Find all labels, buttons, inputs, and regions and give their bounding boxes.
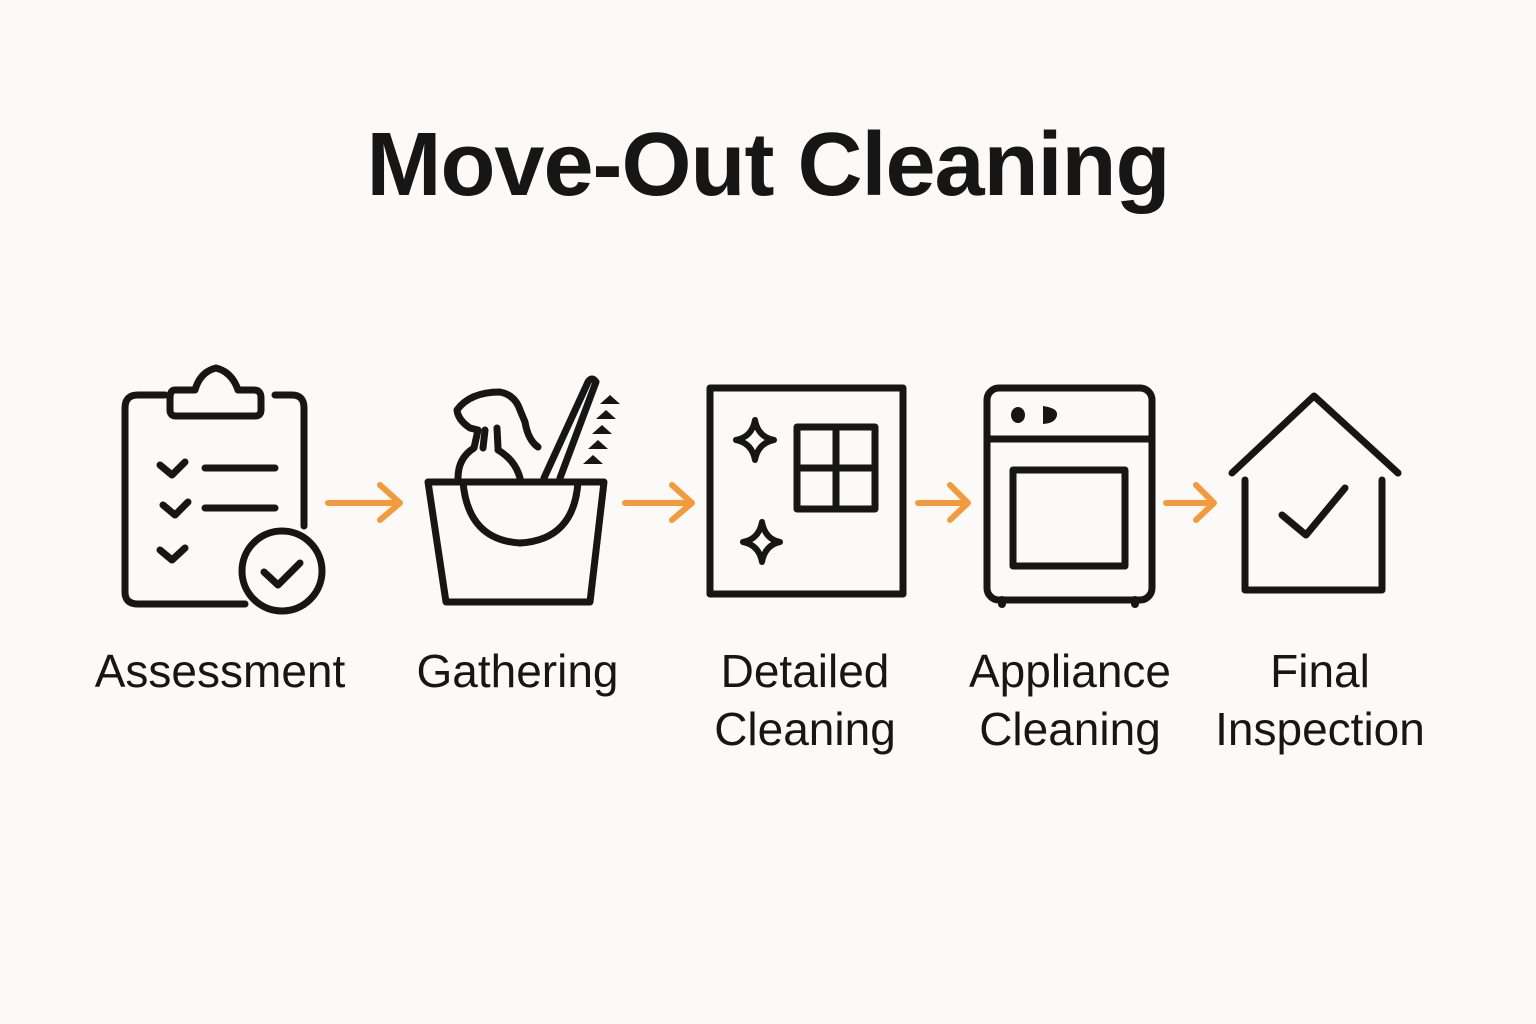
step-label-gathering: Gathering (416, 645, 619, 697)
oven-appliance-icon (983, 384, 1156, 608)
house-check-icon (1228, 392, 1402, 594)
step-label-final-inspection: Final Inspection (1215, 645, 1425, 755)
diagram-title: Move-Out Cleaning (366, 115, 1170, 215)
arrow-right-icon (915, 482, 971, 523)
step-label-assessment: Assessment (94, 645, 346, 697)
sparkling-window-icon (706, 384, 907, 598)
clipboard-checklist-icon (121, 364, 326, 615)
step-label-appliance-cleaning: Appliance Cleaning (968, 645, 1172, 755)
arrow-right-icon (325, 482, 403, 523)
cleaning-supplies-bucket-icon (424, 375, 608, 606)
arrow-right-icon (1163, 482, 1217, 523)
sparkle-triangles-icon (583, 395, 620, 464)
arrow-right-icon (622, 482, 695, 523)
step-label-detailed-cleaning: Detailed Cleaning (714, 645, 896, 755)
oven-knobs-icon (1011, 406, 1058, 424)
